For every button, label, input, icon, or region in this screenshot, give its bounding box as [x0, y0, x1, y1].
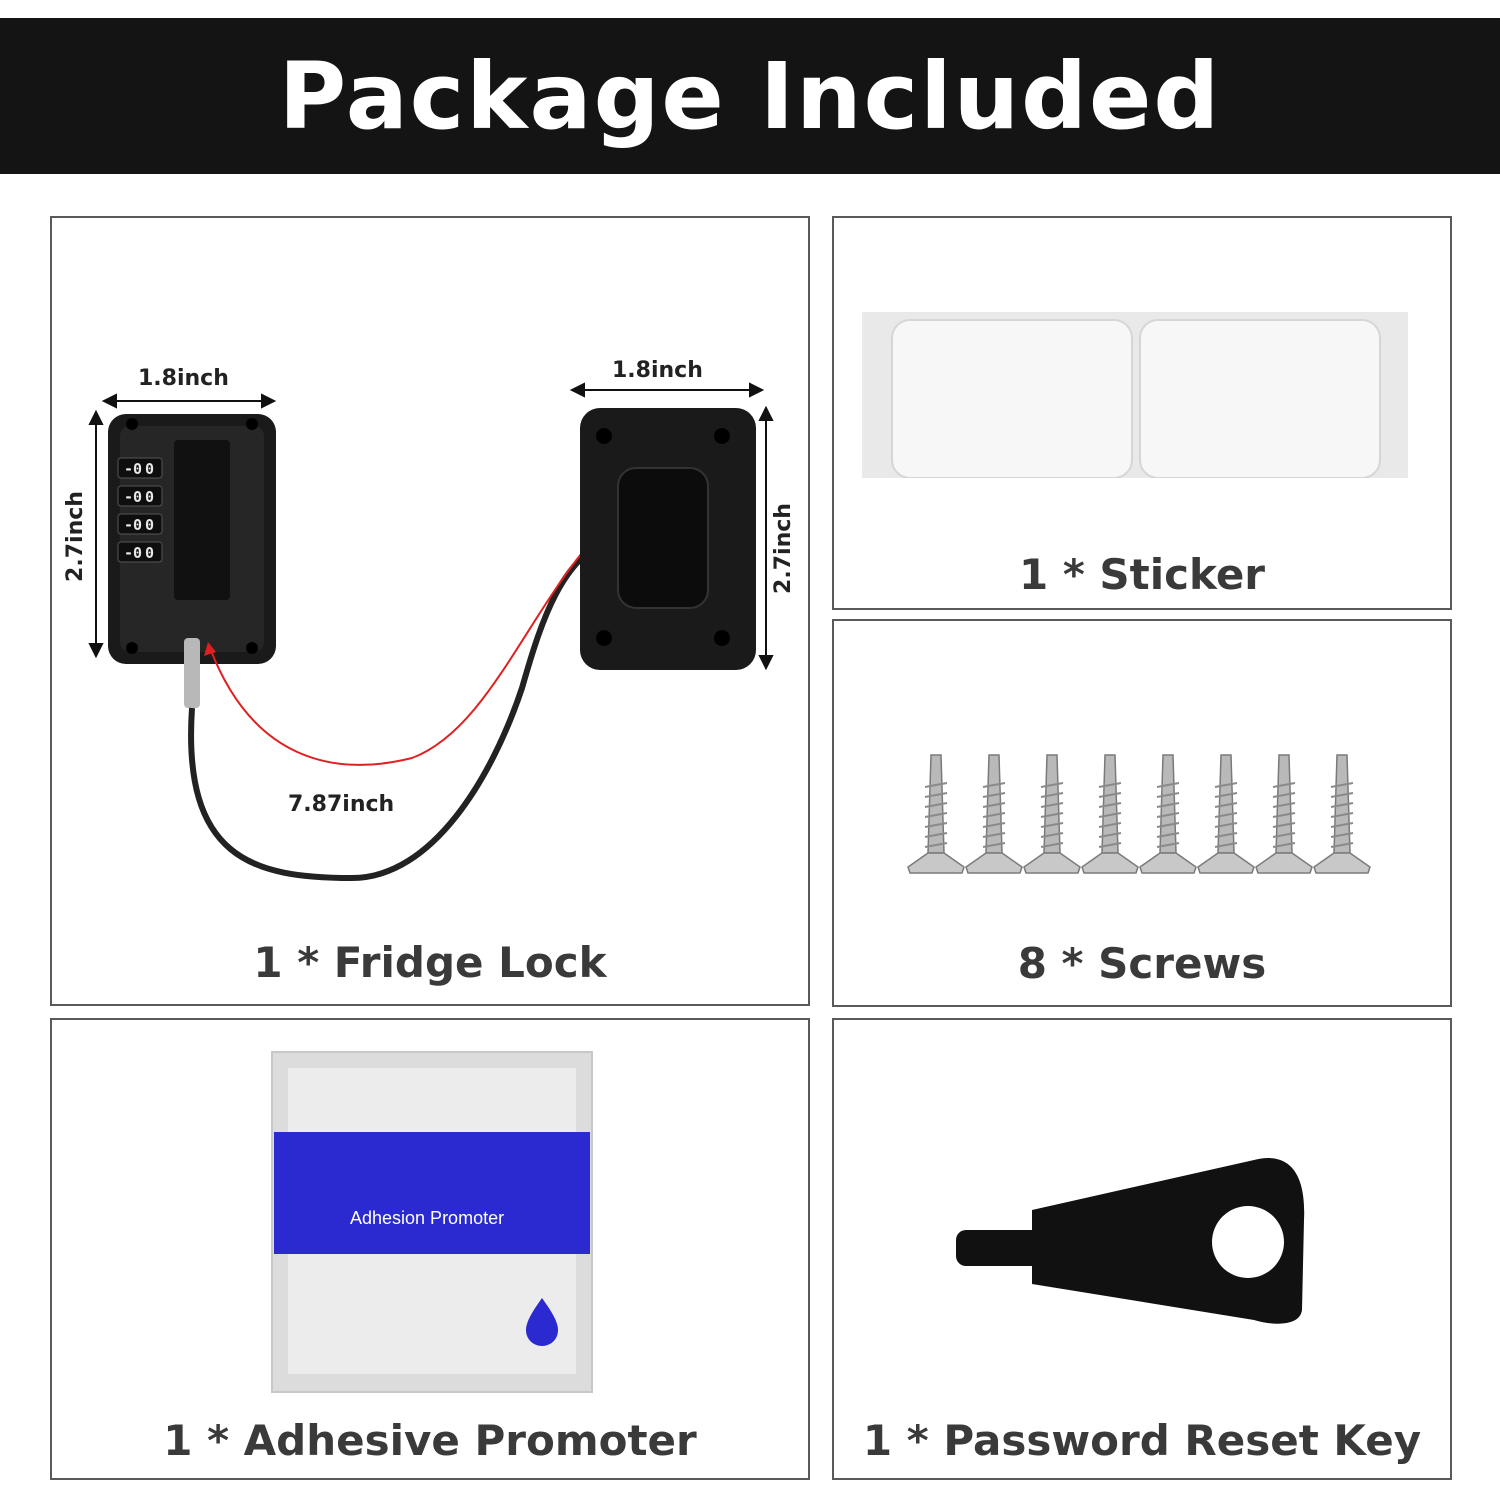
- svg-text:-0: -0: [124, 488, 142, 506]
- panel-key: 1 * Password Reset Key: [832, 1018, 1452, 1480]
- page-title: Package Included: [278, 42, 1222, 150]
- screws-illustration: [907, 754, 1371, 874]
- screw-icon: [965, 754, 1023, 874]
- adhesive-packet-illustration: [271, 1051, 593, 1393]
- key-caption: 1 * Password Reset Key: [862, 1416, 1422, 1465]
- svg-text:-0: -0: [124, 460, 142, 478]
- screws-caption: 8 * Screws: [1017, 939, 1267, 988]
- header-banner: Package Included: [0, 18, 1500, 174]
- svg-text:0: 0: [145, 516, 154, 534]
- catch-width-label: 1.8inch: [612, 358, 703, 383]
- catch-height-label: 2.7inch: [770, 503, 796, 594]
- fridge-lock-caption: 1 * Fridge Lock: [253, 938, 607, 987]
- cable-length-label: 7.87inch: [288, 792, 395, 817]
- lock-height-label: 2.7inch: [62, 491, 88, 582]
- screw-icon: [1313, 754, 1371, 874]
- screw-icon: [1197, 754, 1255, 874]
- panel-adhesive: Adhesion Promoter 1 * Adhesive Promoter: [50, 1018, 810, 1480]
- sticker-caption: 1 * Sticker: [1018, 550, 1266, 599]
- panel-screws: 8 * Screws: [832, 619, 1452, 1007]
- svg-text:0: 0: [145, 544, 154, 562]
- packet-label: Adhesion Promoter: [350, 1208, 505, 1228]
- svg-text:0: 0: [145, 460, 154, 478]
- screw-icon: [1139, 754, 1197, 874]
- screw-icon: [1255, 754, 1313, 874]
- svg-text:-0: -0: [124, 544, 142, 562]
- sticker-illustration: [862, 312, 1408, 478]
- screw-icon: [1023, 754, 1081, 874]
- screw-icon: [907, 754, 965, 874]
- svg-text:0: 0: [145, 488, 154, 506]
- lock-width-label: 1.8inch: [138, 366, 229, 391]
- panel-sticker: 1 * Sticker: [832, 216, 1452, 610]
- screw-icon: [1081, 754, 1139, 874]
- reset-key-icon: [956, 1158, 1305, 1324]
- svg-text:-0: -0: [124, 516, 142, 534]
- adhesive-caption: 1 * Adhesive Promoter: [163, 1416, 697, 1465]
